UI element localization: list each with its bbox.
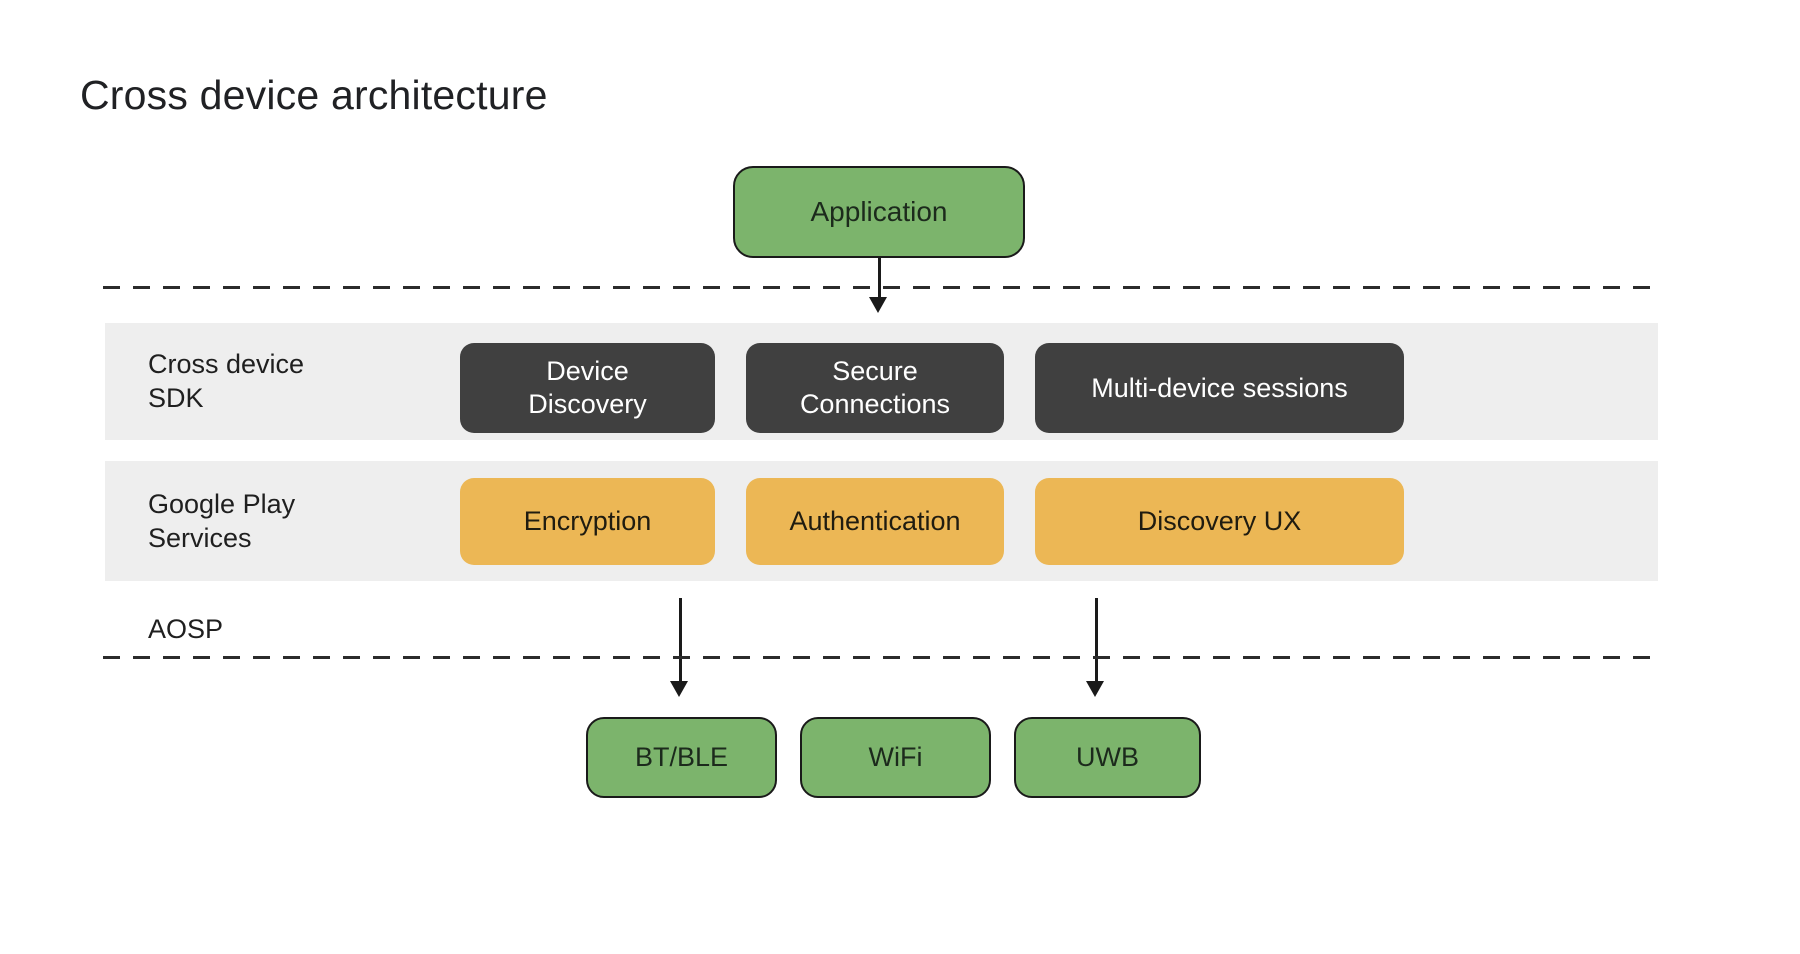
box-multi-device-sessions: Multi-device sessions [1035,343,1404,433]
box-multi-device-sessions-label: Multi-device sessions [1091,372,1348,403]
layer-label-google-play-services: Google Play Services [148,489,296,553]
box-uwb-label: UWB [1076,742,1139,773]
box-device-discovery-label: Device Discovery [528,356,647,419]
box-encryption-label: Encryption [523,506,652,537]
down-arrow-uwb-head [1086,681,1104,697]
box-device-discovery: Device Discovery [460,343,715,433]
down-arrow-uwb-line [1095,598,1098,682]
down-arrow-application-head [869,297,887,313]
box-uwb: UWB [1014,717,1201,798]
box-bt-ble: BT/BLE [586,717,777,798]
page-title: Cross device architecture [80,72,548,118]
box-bt-ble-label: BT/BLE [634,742,729,773]
box-discovery-ux-label: Discovery UX [1137,506,1302,537]
box-secure-connections: Secure Connections [746,343,1004,433]
down-arrow-application-line [878,258,881,298]
box-wifi: WiFi [800,717,991,798]
box-encryption: Encryption [460,478,715,565]
box-application-label: Application [810,195,948,227]
box-authentication-label: Authentication [789,506,961,537]
box-authentication: Authentication [746,478,1004,565]
box-application: Application [733,166,1025,258]
box-wifi-label: WiFi [868,742,923,773]
layer-label-cross-device-sdk: Cross device SDK [148,349,305,413]
down-arrow-bt-ble-head [670,681,688,697]
dashed-separator-bottom [103,656,1663,659]
down-arrow-bt-ble-line [679,598,682,682]
box-discovery-ux: Discovery UX [1035,478,1404,565]
dashed-separator-top [103,286,1655,289]
layer-label-aosp: AOSP [148,614,224,644]
box-secure-connections-label: Secure Connections [799,356,951,419]
